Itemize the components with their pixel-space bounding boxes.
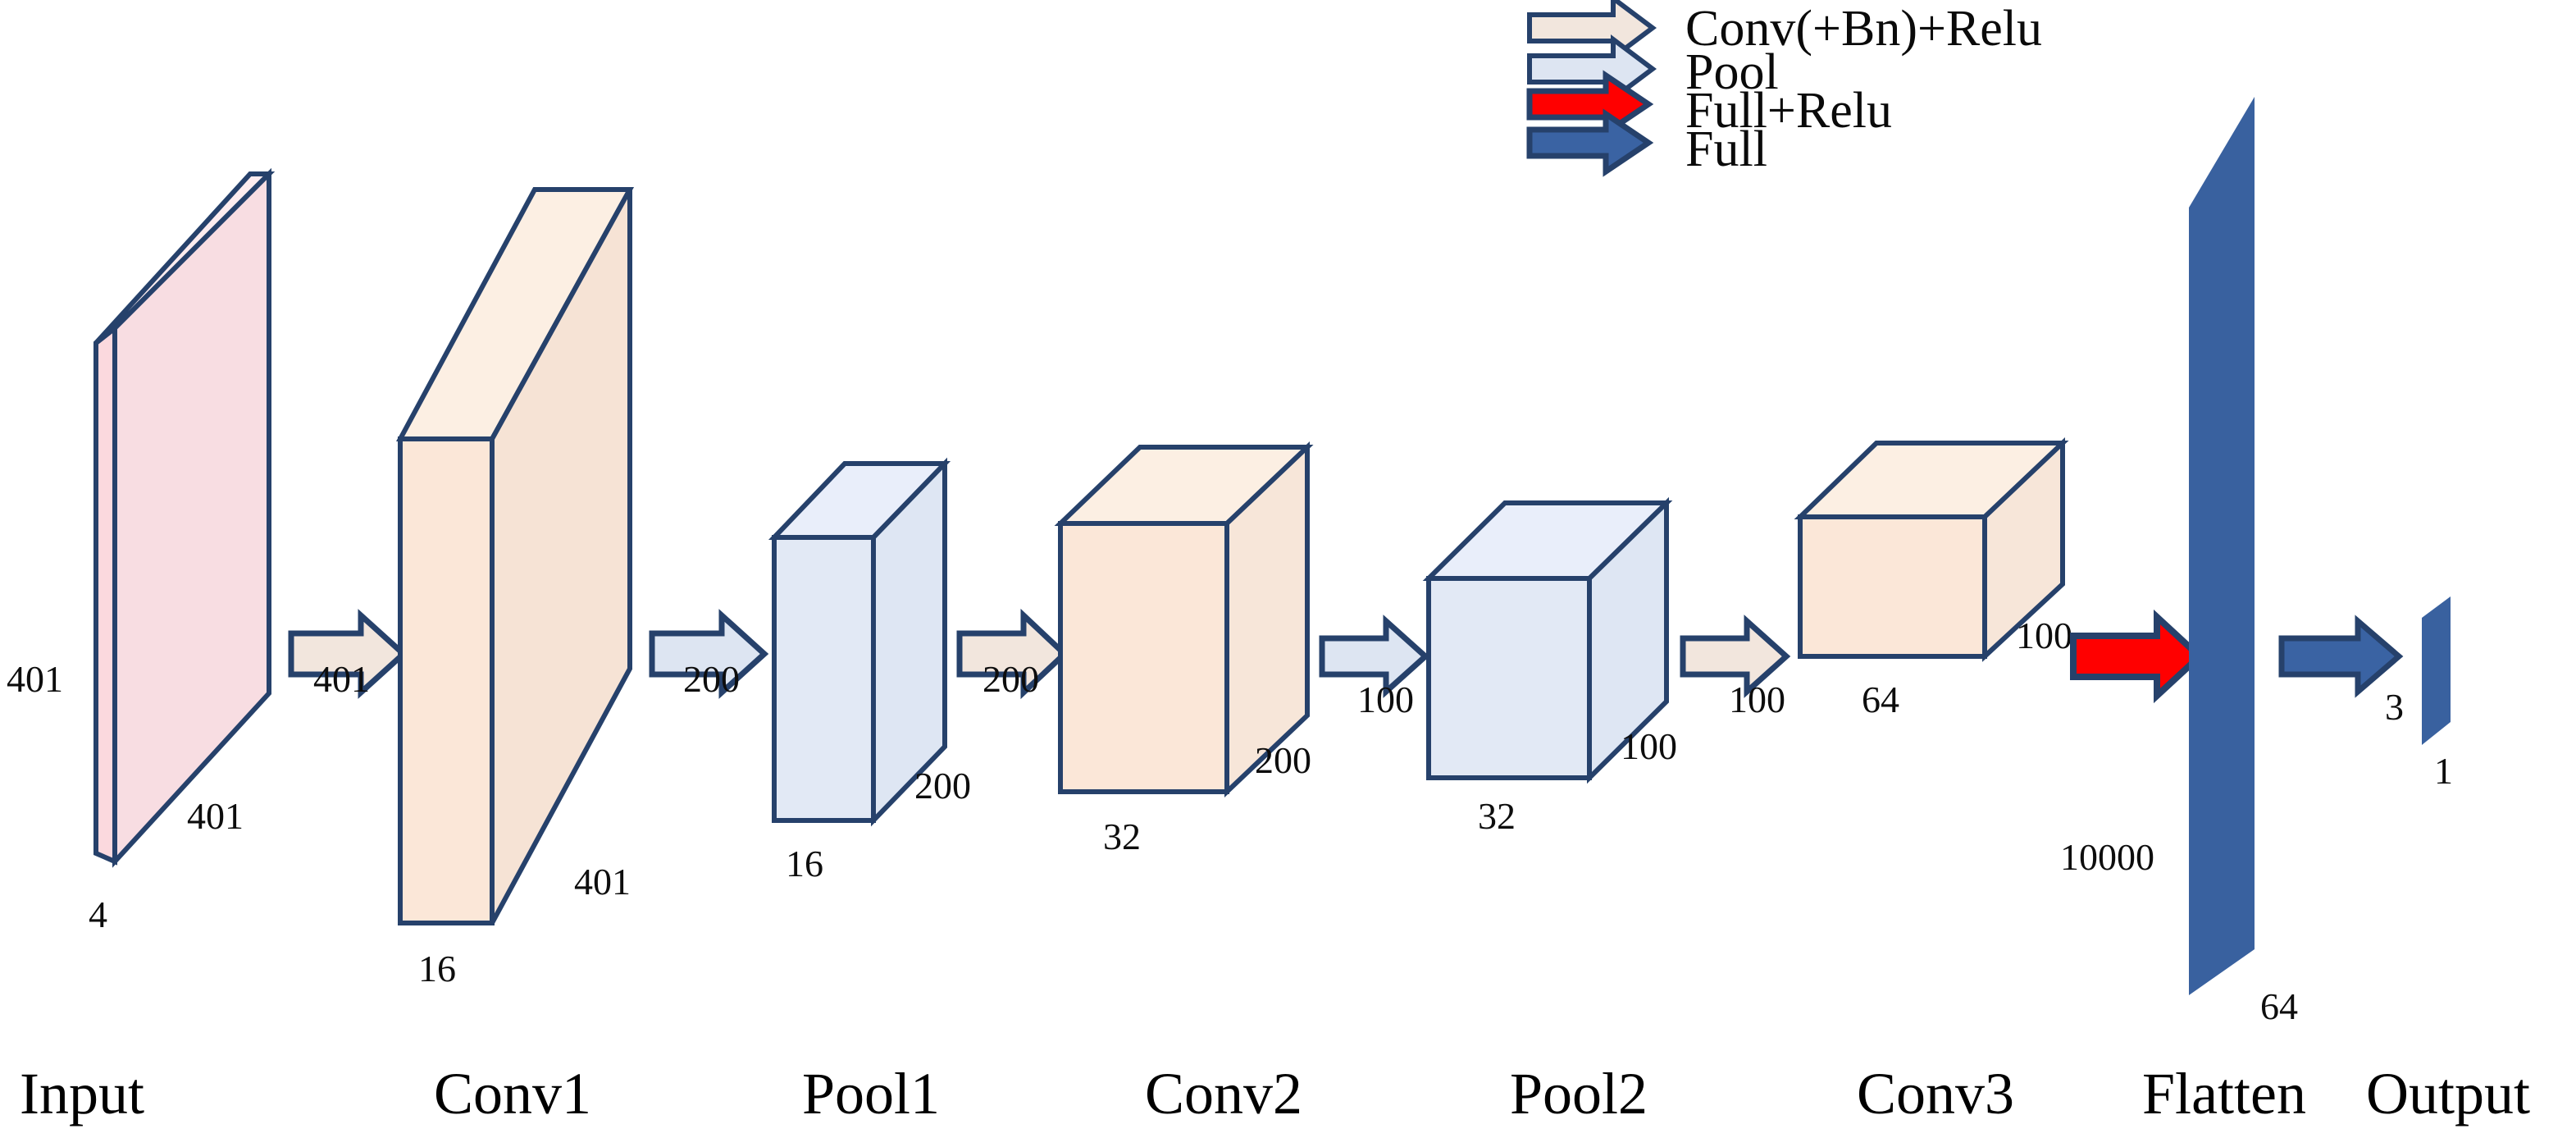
pool2-width-label: 32 xyxy=(1478,795,1516,837)
legend: Conv(+Bn)+Relu Pool Full+Relu Full xyxy=(1526,0,2042,177)
pool1-side-face xyxy=(772,535,876,823)
stage-block-pool2[interactable]: 100 100 32 xyxy=(1357,496,1677,837)
conv3-width-label: 64 xyxy=(1862,679,1899,720)
output-height-label: 3 xyxy=(2385,686,2404,728)
arrow-conv2-to-pool2[interactable] xyxy=(1319,615,1430,698)
conv1-height-label: 401 xyxy=(313,658,370,700)
arrow-conv3-to-flatten[interactable] xyxy=(2070,609,2204,704)
pool2-front-face xyxy=(1587,496,1669,784)
stage-block-conv3[interactable]: 100 100 64 xyxy=(1729,437,2072,720)
pool2-height-label: 100 xyxy=(1357,679,1414,720)
arrow-flatten-to-output[interactable] xyxy=(2278,615,2404,698)
conv1-front-face xyxy=(490,188,632,925)
conv2-side-face xyxy=(1058,521,1229,794)
conv1-side-face xyxy=(398,436,495,925)
pool2-depth-label: 100 xyxy=(1621,725,1677,767)
stage-label-pool2: Pool2 xyxy=(1510,1061,1648,1126)
input-width-label: 4 xyxy=(89,893,107,935)
stage-block-conv1[interactable]: 401 401 16 xyxy=(313,187,635,989)
conv1-depth-label: 401 xyxy=(574,861,631,903)
pool1-width-label: 16 xyxy=(786,843,823,884)
arrow-right-icon xyxy=(1526,70,1654,139)
arrow-input-to-conv1[interactable] xyxy=(288,609,408,699)
input-front-face xyxy=(112,167,271,868)
conv3-height-label: 100 xyxy=(1729,679,1785,720)
stage-block-output[interactable]: 3 1 xyxy=(2385,596,2453,792)
legend-item-full[interactable]: Full xyxy=(1526,108,1767,177)
flatten-height-label: 10000 xyxy=(2060,836,2154,878)
legend-label-pool: Pool xyxy=(1685,44,1779,100)
legend-item-full-relu[interactable]: Full+Relu xyxy=(1526,70,1892,139)
flatten-slab xyxy=(2189,97,2255,995)
stage-label-conv2: Conv2 xyxy=(1145,1061,1302,1126)
conv3-depth-label: 100 xyxy=(2016,615,2072,656)
pool1-front-face xyxy=(871,457,947,827)
stage-block-input[interactable]: 401 401 4 xyxy=(7,167,276,935)
output-slab xyxy=(2422,596,2451,745)
legend-label-conv: Conv(+Bn)+Relu xyxy=(1685,1,2042,57)
stage-label-output: Output xyxy=(2366,1061,2530,1126)
legend-label-full: Full xyxy=(1685,121,1767,177)
arrow-pool1-to-conv2[interactable] xyxy=(956,608,1069,700)
conv2-front-face xyxy=(1224,441,1310,797)
arrow-right-icon xyxy=(1527,0,1657,62)
arrow-right-icon xyxy=(1526,108,1654,177)
legend-item-conv[interactable]: Conv(+Bn)+Relu xyxy=(1527,0,2042,62)
output-width-label: 1 xyxy=(2434,750,2453,792)
stage-label-pool1: Pool1 xyxy=(802,1061,940,1126)
pool1-height-label: 200 xyxy=(683,658,740,700)
conv2-height-label: 200 xyxy=(983,658,1039,700)
pool1-depth-label: 200 xyxy=(914,765,971,807)
conv1-width-label: 16 xyxy=(418,948,456,989)
input-height-label: 401 xyxy=(7,658,63,700)
conv3-side-face xyxy=(1798,514,1987,659)
stage-block-flatten[interactable]: 10000 64 xyxy=(2060,97,2298,1027)
stage-label-row: Input Conv1 Pool1 Conv2 Pool2 Conv3 Flat… xyxy=(20,1061,2530,1126)
input-side-face xyxy=(93,322,117,866)
arrow-conv1-to-pool1[interactable] xyxy=(649,609,769,699)
conv2-depth-label: 200 xyxy=(1255,739,1311,781)
stage-label-conv1: Conv1 xyxy=(434,1061,591,1126)
arrow-pool2-to-conv3[interactable] xyxy=(1680,615,1791,698)
stage-label-conv3: Conv3 xyxy=(1857,1061,2014,1126)
stage-block-pool1[interactable]: 200 200 16 xyxy=(683,457,971,884)
conv2-width-label: 32 xyxy=(1103,816,1141,857)
conv3-front-face xyxy=(1982,437,2065,662)
flatten-width-label: 64 xyxy=(2260,985,2298,1027)
stage-block-conv2[interactable]: 200 200 32 xyxy=(983,441,1314,857)
input-depth-label: 401 xyxy=(187,795,244,837)
stage-label-input: Input xyxy=(20,1061,144,1126)
legend-label-full-relu: Full+Relu xyxy=(1685,83,1892,139)
stage-label-flatten: Flatten xyxy=(2142,1061,2306,1126)
pool2-side-face xyxy=(1426,576,1592,780)
